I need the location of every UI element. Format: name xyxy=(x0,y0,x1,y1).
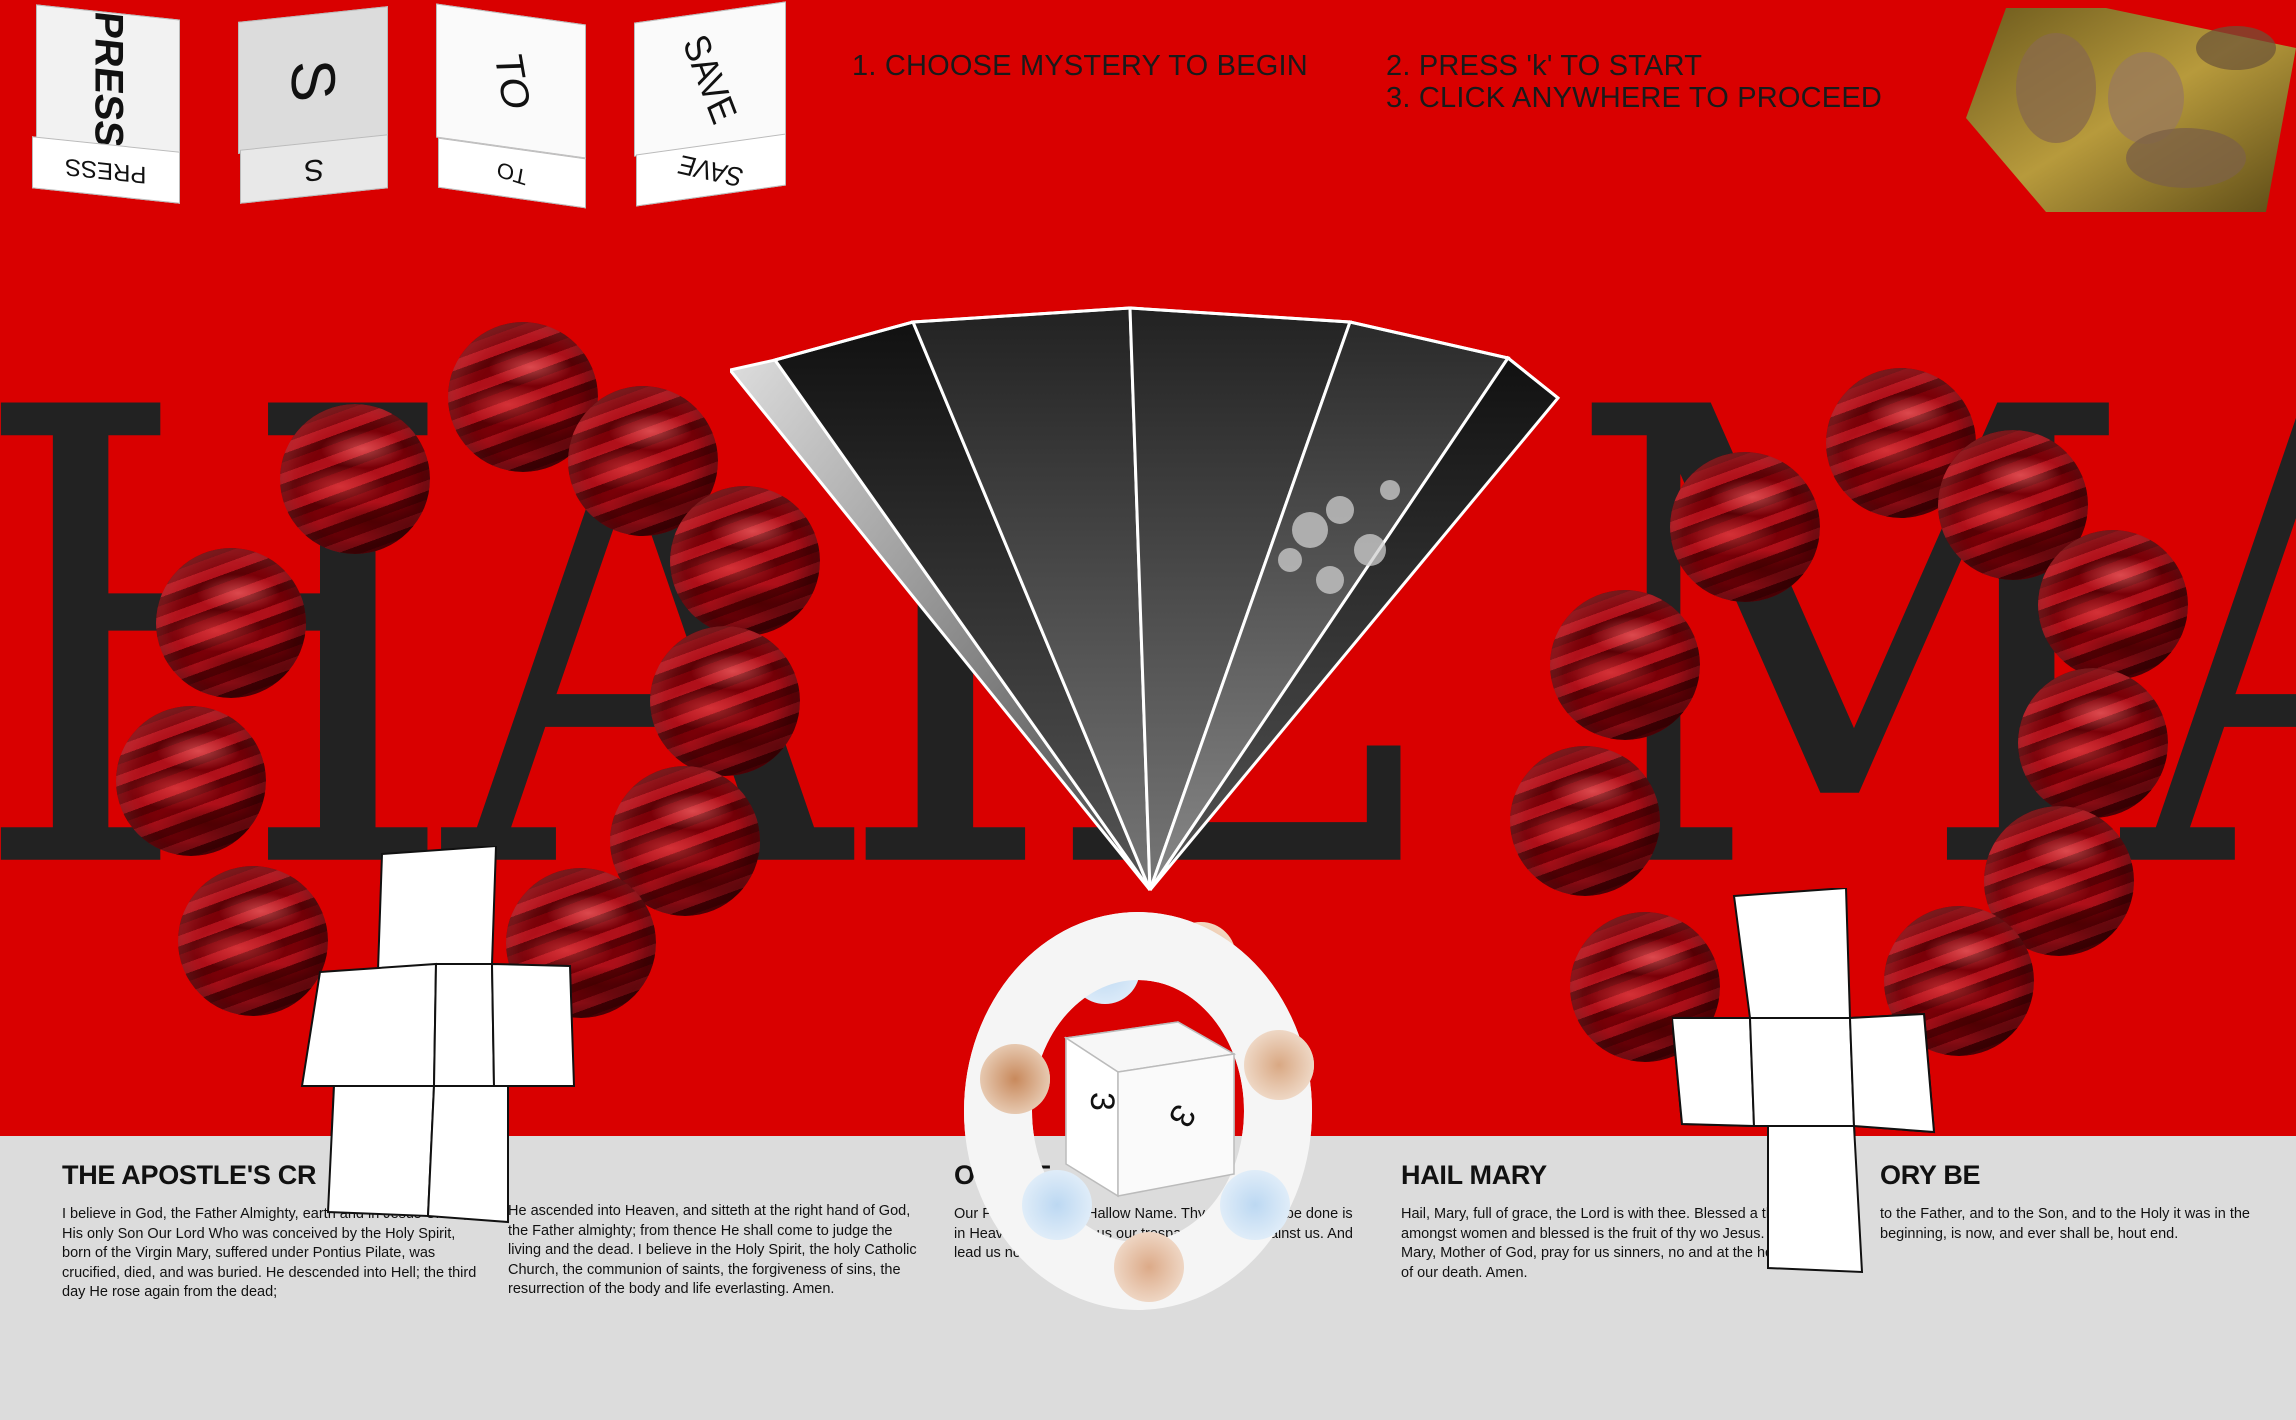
prayer-apostles-creed-cont: He ascended into Heaven, and sitteth at … xyxy=(508,1202,928,1300)
instruction-step-3: 3. CLICK ANYWHERE TO PROCEED xyxy=(1386,82,1883,114)
prayer-apostles-creed: THE APOSTLE'S CR I believe in God, the F… xyxy=(62,1160,482,1303)
center-cube-overlay xyxy=(1063,1021,1237,1198)
cube-to-bottom-label: TO xyxy=(494,156,529,191)
lily-image xyxy=(1022,1170,1092,1240)
rosary-bead xyxy=(670,486,820,636)
rosary-bead xyxy=(116,706,266,856)
relic-painting-image xyxy=(1966,8,2296,212)
rosary-bead xyxy=(1550,590,1700,740)
cube-s[interactable]: S S xyxy=(238,6,388,204)
prayer-text: He ascended into Heaven, and sitteth at … xyxy=(508,1203,917,1297)
prayer-title: THE APOSTLE'S CR xyxy=(62,1160,317,1190)
center-cube-label-left: 3 xyxy=(1082,1092,1121,1111)
prayer-text: Hail, Mary, full of grace, the Lord is w… xyxy=(1401,1206,1798,1281)
cube-net-cross-right-overlay xyxy=(1672,1012,1936,1274)
angel-image xyxy=(1114,1232,1184,1302)
instruction-step-2: 2. PRESS 'k' TO START xyxy=(1386,50,1703,82)
cube-s-front-label: S xyxy=(278,55,348,105)
cube-to-front-label: TO xyxy=(485,52,538,110)
rosary-bead xyxy=(650,626,800,776)
prayer-text: I believe in God, the Father Almighty, e… xyxy=(62,1206,477,1300)
mystery-fan-selector[interactable] xyxy=(730,300,1570,900)
rosary-bead xyxy=(156,548,306,698)
cube-s-bottom-label: S xyxy=(303,151,324,188)
cube-net-cross-left-overlay xyxy=(326,1085,509,1224)
rosary-bead xyxy=(2038,530,2188,680)
cube-press-bottom-label: PRESS xyxy=(65,152,147,189)
prayer-glory-be: ORY BE to the Father, and to the Son, an… xyxy=(1880,1160,2260,1244)
instruction-step-1: 1. CHOOSE MYSTERY TO BEGIN xyxy=(852,50,1308,82)
cube-press-front-label: PRESS xyxy=(86,8,131,150)
cube-save[interactable]: SAVE SAVE xyxy=(634,1,786,207)
rosary-bead xyxy=(1884,906,2034,1056)
prayer-text: to the Father, and to the Son, and to th… xyxy=(1880,1206,2250,1242)
cube-save-bottom-label: SAVE xyxy=(674,148,748,193)
prayer-hail-mary: HAIL MARY Hail, Mary, full of grace, the… xyxy=(1401,1160,1801,1283)
lily-image xyxy=(1220,1170,1290,1240)
angel-image xyxy=(980,1044,1050,1114)
cube-press[interactable]: PRESS PRESS xyxy=(32,4,182,204)
angel-image xyxy=(1244,1030,1314,1100)
rosary-bead xyxy=(1510,746,1660,896)
cube-save-front-label: SAVE xyxy=(675,27,746,131)
cube-to[interactable]: TO TO xyxy=(436,3,586,209)
rosary-bead xyxy=(1670,452,1820,602)
prayer-title: ORY BE xyxy=(1880,1160,1981,1190)
rosary-bead xyxy=(178,866,328,1016)
rosary-bead xyxy=(1826,368,1976,518)
rosary-bead xyxy=(280,404,430,554)
prayer-title: HAIL MARY xyxy=(1401,1160,1547,1190)
rosary-bead xyxy=(2018,668,2168,818)
